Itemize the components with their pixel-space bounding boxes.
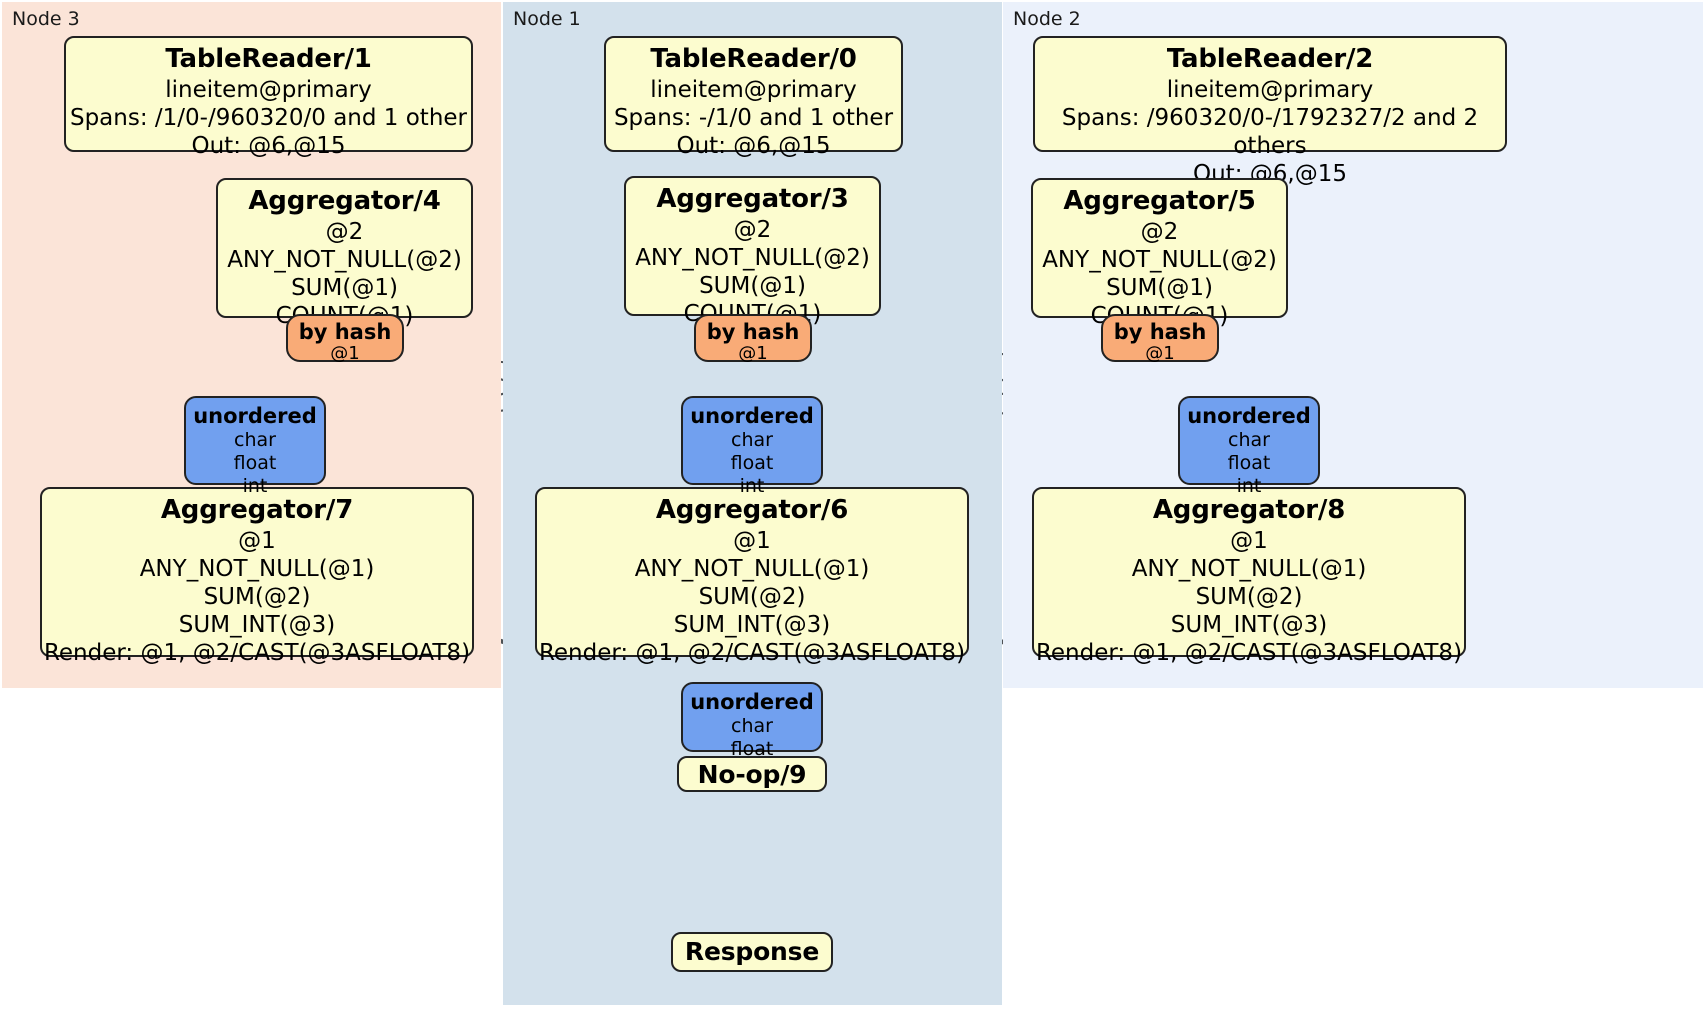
processor-detail: SUM(@1) <box>699 272 806 299</box>
router-title: by hash <box>298 320 392 344</box>
processor-aggregator-6[interactable]: Aggregator/6 @1 ANY_NOT_NULL(@1) SUM(@2)… <box>535 487 969 666</box>
panel-node-2-label: Node 2 <box>1013 8 1081 30</box>
processor-tablereader-2[interactable]: TableReader/2 lineitem@primary Spans: /9… <box>1033 36 1507 187</box>
processor-title: Aggregator/8 <box>1152 495 1346 525</box>
router-unordered-final[interactable]: unordered char float <box>681 682 823 760</box>
router-detail: float <box>730 451 774 474</box>
router-detail: char <box>731 429 773 452</box>
processor-detail: Render: @1, @2/CAST(@3ASFLOAT8) <box>43 639 471 666</box>
processor-detail: SUM(@2) <box>1195 583 1303 610</box>
processor-detail: @2 <box>325 218 364 245</box>
processor-title: TableReader/0 <box>650 44 857 74</box>
processor-title: TableReader/2 <box>1166 44 1374 74</box>
router-detail: @1 <box>738 343 768 365</box>
router-detail: @1 <box>1145 343 1175 365</box>
router-title: unordered <box>193 404 317 428</box>
processor-detail: SUM(@2) <box>203 583 311 610</box>
processor-detail: Render: @1, @2/CAST(@3ASFLOAT8) <box>538 639 966 666</box>
processor-tablereader-1[interactable]: TableReader/1 lineitem@primary Spans: /1… <box>64 36 473 159</box>
processor-detail: ANY_NOT_NULL(@1) <box>634 555 870 582</box>
router-detail: char <box>1228 429 1270 452</box>
processor-detail: SUM_INT(@3) <box>178 611 336 638</box>
processor-detail: SUM(@2) <box>698 583 806 610</box>
router-unordered-left[interactable]: unordered char float int <box>184 396 326 497</box>
router-by-hash-left[interactable]: by hash @1 <box>286 314 404 365</box>
processor-detail: Spans: -/1/0 and 1 other <box>613 104 894 131</box>
router-detail: float <box>730 737 774 760</box>
processor-detail: SUM(@1) <box>291 274 398 301</box>
router-detail: float <box>1227 451 1271 474</box>
router-detail: float <box>233 451 277 474</box>
processor-title: Aggregator/6 <box>655 495 849 525</box>
processor-detail: @1 <box>733 527 771 554</box>
processor-title: Response <box>684 937 820 966</box>
processor-detail: @2 <box>1140 218 1179 245</box>
router-title: unordered <box>690 690 814 714</box>
router-unordered-mid[interactable]: unordered char float int <box>681 396 823 497</box>
router-detail: int <box>1236 474 1262 497</box>
processor-noop-9[interactable]: No-op/9 <box>677 756 827 792</box>
processor-aggregator-4[interactable]: Aggregator/4 @2 ANY_NOT_NULL(@2) SUM(@1)… <box>216 178 473 329</box>
processor-title: Aggregator/5 <box>1063 186 1256 216</box>
router-title: by hash <box>1113 320 1207 344</box>
processor-detail: SUM(@1) <box>1106 274 1213 301</box>
processor-detail: SUM_INT(@3) <box>673 611 831 638</box>
panel-node-1-label: Node 1 <box>513 8 581 30</box>
processor-detail: lineitem@primary <box>165 76 372 103</box>
processor-detail: ANY_NOT_NULL(@2) <box>1042 246 1277 273</box>
processor-aggregator-7[interactable]: Aggregator/7 @1 ANY_NOT_NULL(@1) SUM(@2)… <box>40 487 474 666</box>
processor-detail: @1 <box>238 527 276 554</box>
router-by-hash-mid[interactable]: by hash @1 <box>694 314 812 365</box>
processor-detail: @2 <box>733 216 772 243</box>
processor-detail: Render: @1, @2/CAST(@3ASFLOAT8) <box>1035 639 1463 666</box>
processor-aggregator-3[interactable]: Aggregator/3 @2 ANY_NOT_NULL(@2) SUM(@1)… <box>624 176 881 327</box>
processor-detail: lineitem@primary <box>1166 76 1374 103</box>
processor-detail: Out: @6,@15 <box>676 132 831 159</box>
processor-detail: Spans: /1/0-/960320/0 and 1 other <box>69 104 468 131</box>
processor-detail: ANY_NOT_NULL(@1) <box>1131 555 1367 582</box>
processor-detail: ANY_NOT_NULL(@1) <box>139 555 375 582</box>
processor-aggregator-8[interactable]: Aggregator/8 @1 ANY_NOT_NULL(@1) SUM(@2)… <box>1032 487 1466 666</box>
processor-aggregator-5[interactable]: Aggregator/5 @2 ANY_NOT_NULL(@2) SUM(@1)… <box>1031 178 1288 329</box>
processor-detail: lineitem@primary <box>650 76 857 103</box>
processor-detail: @1 <box>1230 527 1268 554</box>
panel-node-3-label: Node 3 <box>12 8 80 30</box>
router-unordered-right[interactable]: unordered char float int <box>1178 396 1320 497</box>
router-title: by hash <box>706 320 800 344</box>
router-by-hash-right[interactable]: by hash @1 <box>1101 314 1219 365</box>
processor-response[interactable]: Response <box>671 932 833 972</box>
processor-detail: ANY_NOT_NULL(@2) <box>227 246 462 273</box>
router-detail: int <box>739 474 765 497</box>
processor-detail: Spans: /960320/0-/1792327/2 and 2 others <box>1061 104 1479 159</box>
router-detail: @1 <box>330 343 360 365</box>
router-title: unordered <box>690 404 814 428</box>
router-detail: char <box>731 715 773 738</box>
router-title: unordered <box>1187 404 1311 428</box>
processor-title: TableReader/1 <box>165 44 372 74</box>
processor-title: Aggregator/3 <box>656 184 849 214</box>
processor-title: No-op/9 <box>697 760 807 789</box>
processor-detail: SUM_INT(@3) <box>1170 611 1328 638</box>
processor-detail: ANY_NOT_NULL(@2) <box>635 244 870 271</box>
processor-title: Aggregator/4 <box>248 186 441 216</box>
processor-title: Aggregator/7 <box>160 495 354 525</box>
router-detail: char <box>234 429 276 452</box>
router-detail: int <box>242 474 268 497</box>
processor-detail: Out: @6,@15 <box>191 132 346 159</box>
processor-tablereader-0[interactable]: TableReader/0 lineitem@primary Spans: -/… <box>604 36 903 159</box>
